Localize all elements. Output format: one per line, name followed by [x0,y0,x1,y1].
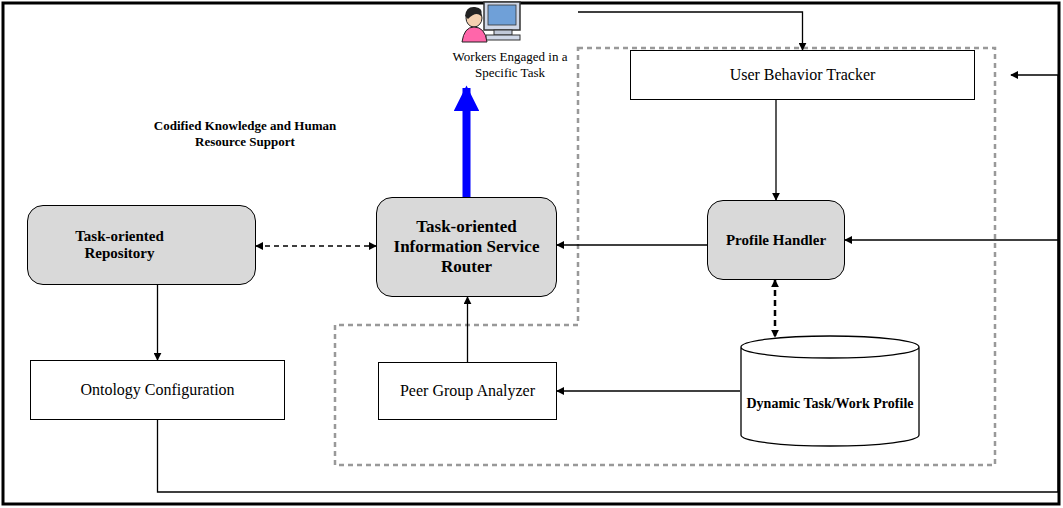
node-label: Profile Handler [726,232,826,249]
node-label: Task-oriented Information Service Router [377,217,556,277]
repository-box: Task-oriented Repository [27,205,256,285]
flow-connector [578,12,803,50]
node-label: Workers Engaged in a Specific Task [442,49,578,81]
node-label: User Behavior Tracker [730,66,876,84]
handler-box: Profile Handler [707,200,845,280]
flow-connector [845,239,1058,240]
node-label: Peer Group Analyzer [400,382,535,400]
database-cylinder: Dynamic Task/Work Profile [740,335,920,447]
node-label: Task-oriented Repository [54,228,185,262]
flow-connector [557,244,707,245]
process-box: User Behavior Tracker [630,50,975,100]
flow-connector [775,100,776,200]
node-label: Dynamic Task/Work Profile [747,396,914,412]
dashed-region [335,48,995,465]
worker-figure: Workers Engaged in a Specific Task [442,0,578,86]
flow-connector [557,390,740,391]
node-label: Ontology Configuration [80,381,234,399]
process-box: Ontology Configuration [30,360,285,420]
worker-icon [462,2,520,42]
process-box: Peer Group Analyzer [378,362,557,420]
cylinder-outline [740,335,920,447]
outer-border [3,3,1059,504]
flow-connector [157,285,158,360]
support-arrow [463,88,471,197]
flow-label: Codified Knowledge and Human Resource Su… [140,118,350,150]
flow-connector [256,245,376,246]
flow-connector [467,297,468,362]
router-box: Task-oriented Information Service Router [376,197,557,297]
flow-connector [774,280,777,337]
